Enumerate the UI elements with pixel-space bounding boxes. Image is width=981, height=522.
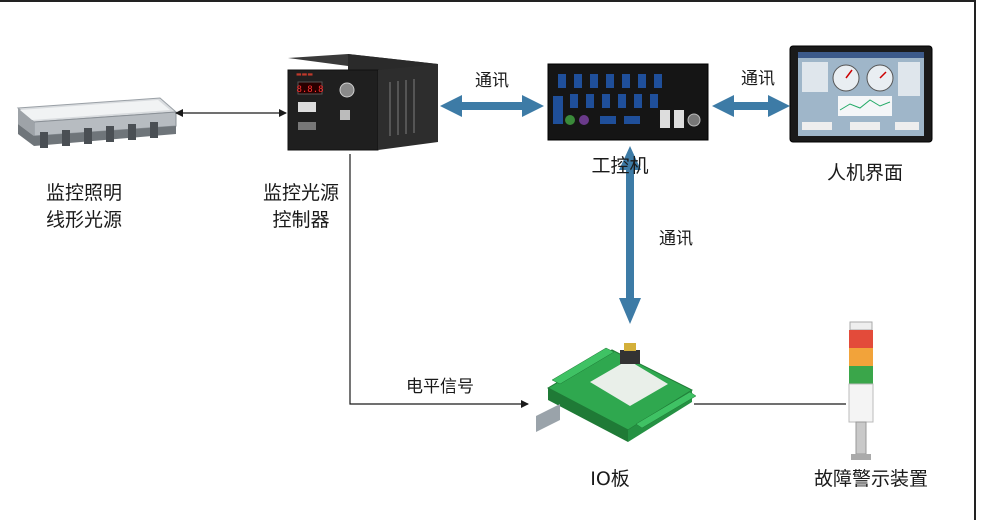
controller-display-text: 8.8.8: [296, 85, 323, 95]
linear-light-source-image: [16, 97, 178, 148]
light-source-label-line2: 线形光源: [45, 209, 122, 231]
alarm-tower-light-image: [848, 321, 874, 460]
hmi-monitor-image: [789, 45, 933, 143]
light-controller-label-line1: 监控光源: [262, 182, 339, 204]
comm-label-controller-ipc: 通讯: [475, 71, 509, 91]
ipc-label: 工控机: [591, 155, 649, 177]
light-controller-label-line2: 控制器: [272, 209, 330, 231]
light-source-label: 监控照明 线形光源: [24, 180, 144, 234]
comm-arrow-ipc-hmi: [712, 95, 790, 117]
hmi-label: 人机界面: [826, 162, 903, 184]
light-controller-label: 监控光源 控制器: [246, 180, 356, 234]
io-board-label: IO板: [590, 468, 630, 490]
comm-arrow-ipc-io: [619, 146, 641, 324]
comm-label-ipc-hmi: 通讯: [741, 69, 775, 89]
io-board-image: [536, 343, 697, 442]
industrial-pc-image: [547, 63, 709, 141]
alarm-label: 故障警示装置: [813, 468, 928, 490]
light-controller-image: 8.8.8 ▬▬▬: [287, 54, 438, 151]
level-signal-label: 电平信号: [406, 377, 474, 397]
comm-label-ipc-io: 通讯: [659, 229, 693, 249]
comm-arrow-controller-ipc: [440, 95, 544, 117]
light-source-label-line1: 监控照明: [45, 182, 122, 204]
level-signal-line: [349, 154, 529, 408]
svg-text:▬▬▬: ▬▬▬: [296, 71, 313, 78]
